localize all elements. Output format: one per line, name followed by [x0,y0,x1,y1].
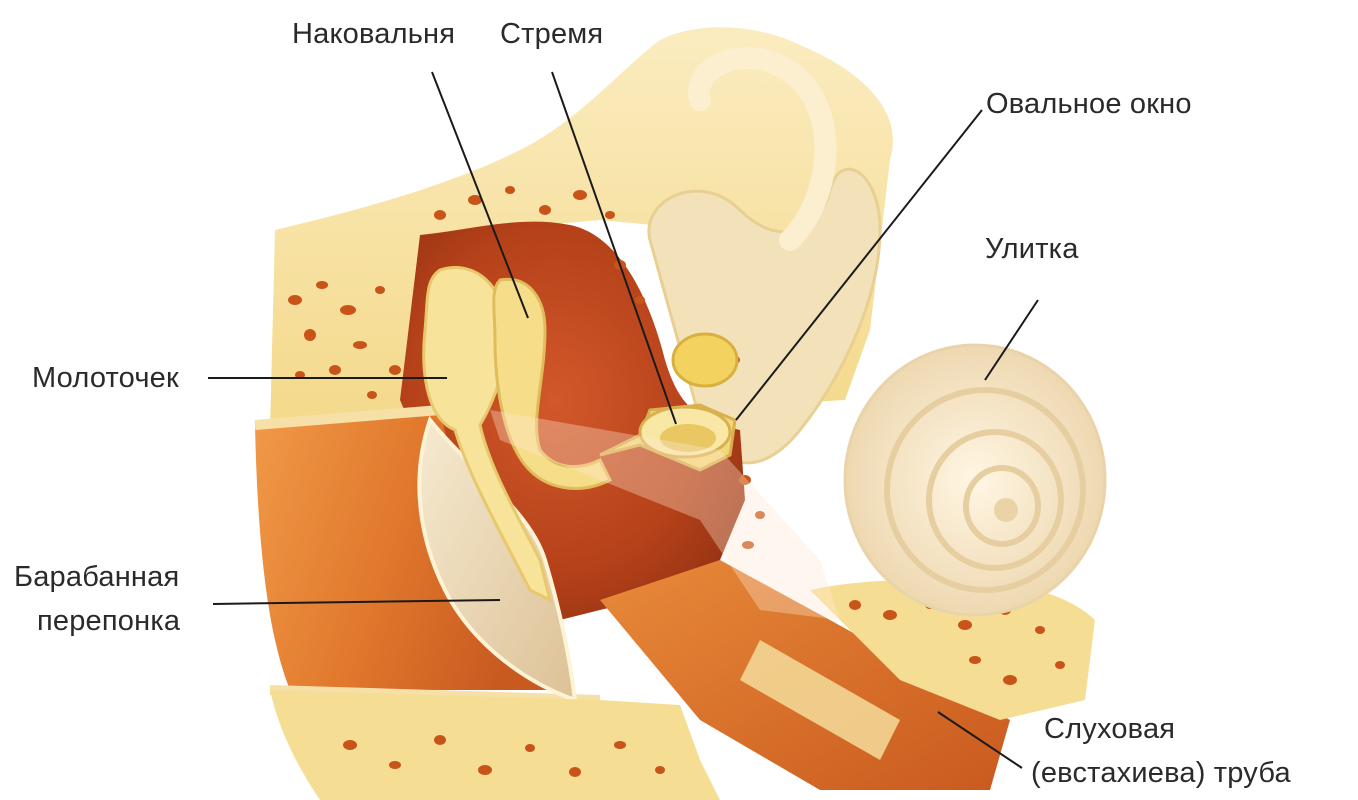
label-incus: Наковальня [292,17,455,52]
label-oval-window: Овальное окно [986,87,1192,122]
cochlea [845,345,1105,615]
label-eustachian-tube-line2: (евстахиева) труба [1031,756,1291,791]
temporal-bone-lower [270,690,720,800]
label-cochlea: Улитка [985,232,1079,267]
label-stapes: Стремя [500,17,603,52]
label-eardrum-line1: Барабанная [14,560,179,595]
label-malleus: Молоточек [32,361,179,396]
round-window [673,334,737,386]
label-eustachian-tube-line1: Слуховая [1044,712,1175,747]
label-eardrum-line2: перепонка [37,604,180,639]
